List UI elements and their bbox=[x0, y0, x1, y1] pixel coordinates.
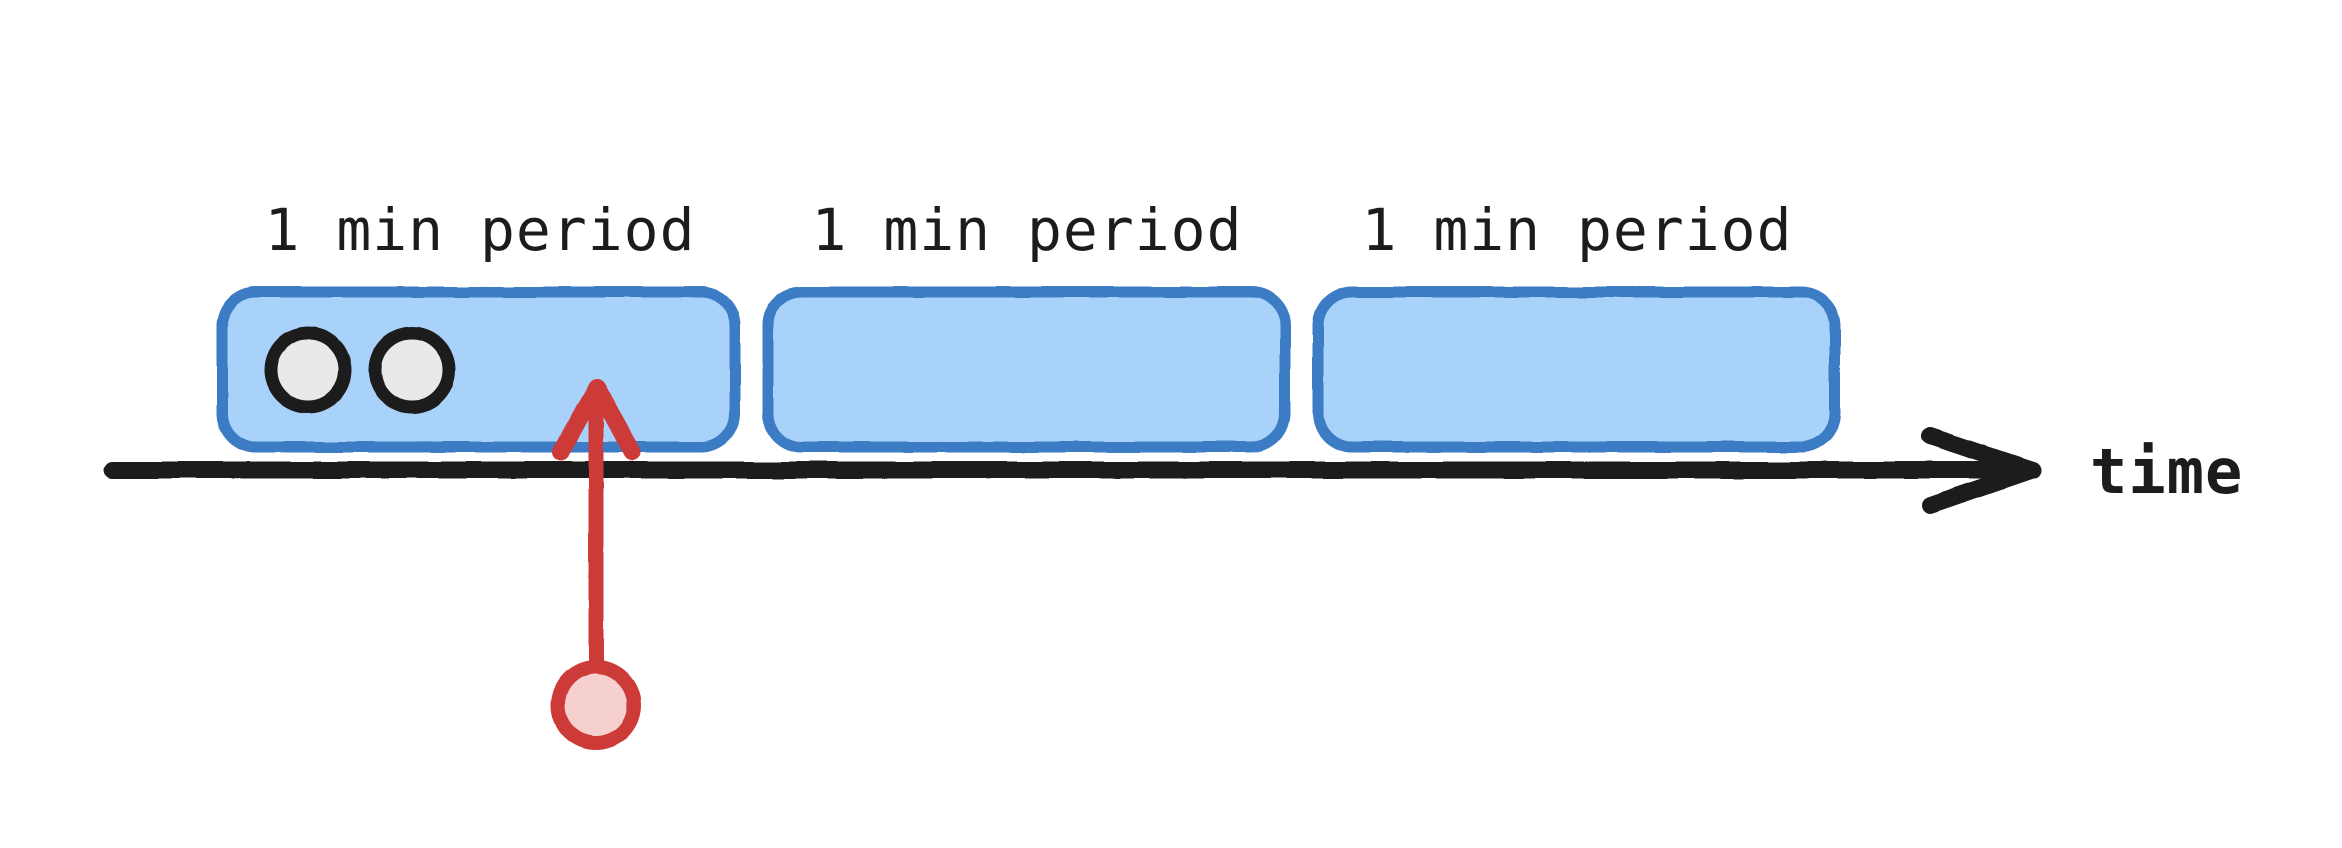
period-label-2: 1 min period bbox=[811, 196, 1242, 264]
period-box-2[interactable] bbox=[762, 286, 1291, 453]
period-group-1: 1 min period bbox=[216, 196, 741, 453]
marker-arrowhead-icon bbox=[552, 378, 641, 461]
period-group-3: 1 min period bbox=[1312, 196, 1841, 453]
time-axis-label: time bbox=[2090, 435, 2243, 508]
period-label-1: 1 min period bbox=[264, 196, 695, 264]
period-box-2-shape[interactable] bbox=[762, 286, 1291, 453]
marker-dot[interactable] bbox=[551, 660, 641, 750]
period-box-3[interactable] bbox=[1312, 286, 1841, 453]
now-marker[interactable] bbox=[551, 378, 641, 750]
event-circle-a[interactable] bbox=[264, 326, 352, 414]
period-1-events bbox=[264, 326, 456, 414]
event-circle-b[interactable] bbox=[368, 326, 456, 414]
period-group-2: 1 min period bbox=[762, 196, 1291, 453]
time-axis: time bbox=[103, 427, 2243, 514]
period-label-3: 1 min period bbox=[1361, 196, 1792, 264]
time-axis-arrowhead-icon bbox=[1921, 427, 2041, 514]
period-box-3-shape[interactable] bbox=[1312, 286, 1841, 453]
